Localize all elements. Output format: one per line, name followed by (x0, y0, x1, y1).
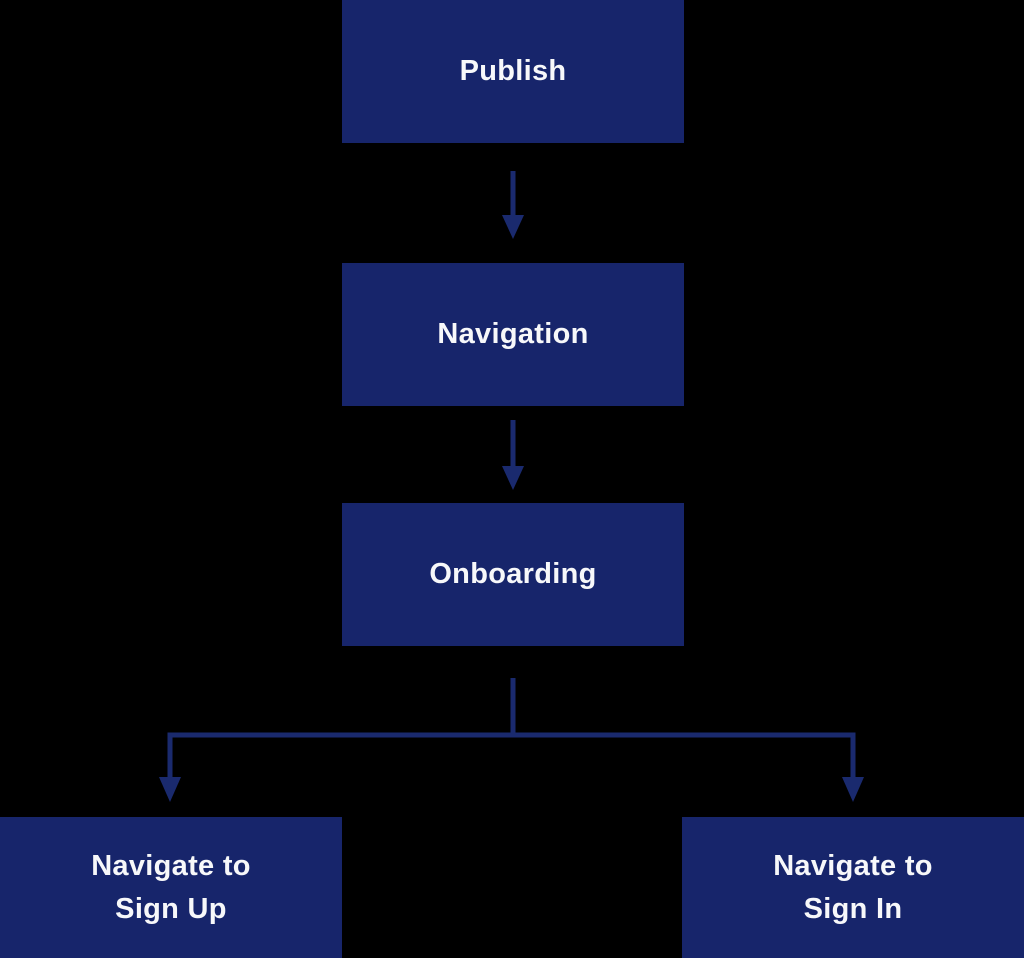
node-navigate-to-sign-up: Navigate to Sign Up (0, 817, 342, 958)
node-navigation: Navigation (342, 263, 684, 406)
node-navigate-to-sign-up-label: Navigate to Sign Up (91, 849, 251, 925)
node-navigate-to-sign-in: Navigate to Sign In (682, 817, 1024, 958)
branch-onboarding-to-signup-signin (159, 678, 864, 802)
arrow-down-icon (159, 777, 181, 802)
node-publish-label: Publish (459, 55, 567, 87)
arrow-down-icon (502, 466, 524, 490)
node-navigation-label: Navigation (437, 318, 589, 350)
arrow-navigation-to-onboarding (502, 420, 524, 490)
arrow-down-icon (842, 777, 864, 802)
node-onboarding-label: Onboarding (429, 558, 597, 590)
node-publish: Publish (342, 0, 684, 143)
node-navigate-to-sign-in-label: Navigate to Sign In (773, 849, 933, 925)
arrow-down-icon (502, 215, 524, 239)
node-onboarding: Onboarding (342, 503, 684, 646)
branch-elbow (167, 732, 856, 779)
arrow-publish-to-navigation (502, 171, 524, 239)
